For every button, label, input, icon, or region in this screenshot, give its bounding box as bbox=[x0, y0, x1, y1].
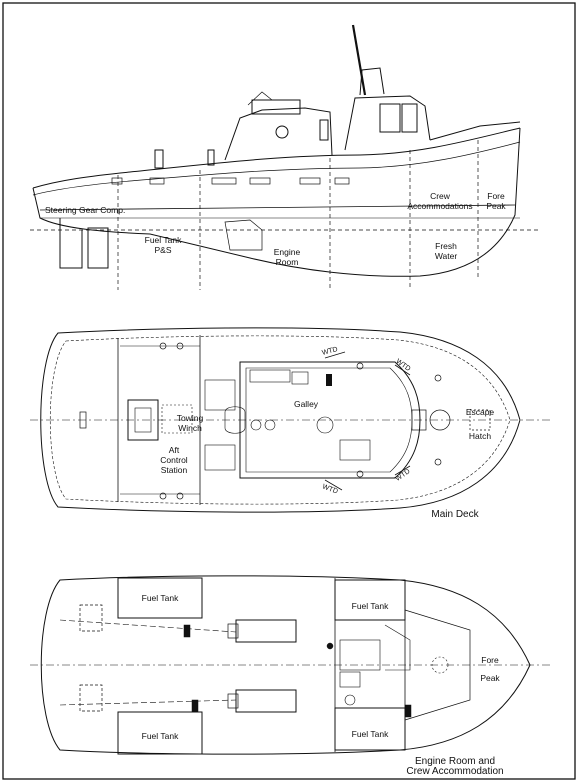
main-deck-plan bbox=[30, 327, 550, 513]
extinguisher-icon bbox=[326, 374, 332, 386]
upper-house bbox=[251, 99, 301, 115]
stair bbox=[339, 439, 371, 461]
engine-block-profile bbox=[224, 219, 263, 251]
label-fore-lower: Fore bbox=[481, 655, 499, 665]
mast bbox=[351, 24, 367, 96]
label-crew: Crew bbox=[430, 191, 450, 201]
label-fresh: Fresh bbox=[435, 241, 457, 251]
label-fuel-tank-profile: Fuel Tank bbox=[144, 235, 182, 245]
fuel-tank-port-aft bbox=[117, 577, 203, 619]
label-towing: Towing bbox=[176, 413, 204, 423]
label-ps: P&S bbox=[154, 245, 172, 255]
label-aft: Aft bbox=[168, 445, 180, 455]
bulwark-inner bbox=[49, 335, 511, 505]
fuel-tank-stbd-aft bbox=[117, 711, 203, 755]
wheelhouse-window bbox=[379, 103, 401, 133]
label-fuel-tank: Fuel Tank bbox=[351, 729, 389, 739]
bulwark-line bbox=[32, 141, 521, 196]
porthole bbox=[275, 125, 289, 139]
caption-engine-room-line2: Crew Accommodation bbox=[406, 766, 504, 777]
label-station: Station bbox=[160, 465, 188, 475]
deckhouse bbox=[224, 107, 333, 161]
waterline bbox=[39, 204, 516, 211]
label-fuel-tank: Fuel Tank bbox=[141, 593, 179, 603]
bollard bbox=[207, 149, 215, 166]
fore-peak-bulkhead bbox=[404, 609, 471, 721]
label-fuel-tank: Fuel Tank bbox=[351, 601, 389, 611]
lower-hull-outline bbox=[40, 575, 531, 755]
door-profile bbox=[319, 119, 329, 141]
davit bbox=[247, 91, 273, 106]
deck-outline bbox=[40, 327, 521, 513]
towing-winch bbox=[127, 399, 159, 441]
wheelhouse-window-2 bbox=[401, 103, 418, 133]
profile-view bbox=[30, 24, 540, 290]
galley-counter bbox=[249, 369, 291, 383]
caption-main-deck: Main Deck bbox=[431, 509, 479, 520]
label-fuel-tank: Fuel Tank bbox=[141, 731, 179, 741]
rudder bbox=[87, 227, 109, 269]
engine-stbd bbox=[235, 689, 297, 713]
engine-port bbox=[235, 619, 297, 643]
galley-table bbox=[316, 416, 334, 434]
hull-outline bbox=[32, 127, 521, 277]
sheer-line bbox=[32, 127, 521, 189]
escape-hatch bbox=[469, 409, 491, 431]
label-accommodations: Accommodations bbox=[407, 201, 473, 211]
label-water: Water bbox=[434, 251, 458, 261]
caption-engine-room-line1: Engine Room and bbox=[414, 756, 496, 767]
engine-room-plan bbox=[30, 575, 550, 755]
anchor-windlass bbox=[429, 409, 451, 431]
label-escape: Escape bbox=[465, 407, 495, 417]
label-peak: Peak bbox=[486, 201, 506, 211]
label-fore: Fore bbox=[487, 191, 505, 201]
wheelhouse bbox=[344, 95, 431, 151]
label-peak-lower: Peak bbox=[480, 673, 500, 683]
label-room: Room bbox=[275, 257, 299, 267]
label-hatch: Hatch bbox=[468, 431, 492, 441]
label-control: Control bbox=[160, 455, 188, 465]
bollard bbox=[154, 149, 164, 169]
fuel-tank-port-fwd bbox=[334, 579, 406, 621]
bow-rail bbox=[429, 121, 521, 141]
label-galley: Galley bbox=[293, 399, 319, 409]
skeg bbox=[59, 218, 83, 269]
label-engine: Engine bbox=[273, 247, 301, 257]
mast-base bbox=[359, 67, 385, 96]
label-steering-gear: Steering Gear Comp. bbox=[45, 205, 126, 215]
label-winch: Winch bbox=[178, 423, 202, 433]
